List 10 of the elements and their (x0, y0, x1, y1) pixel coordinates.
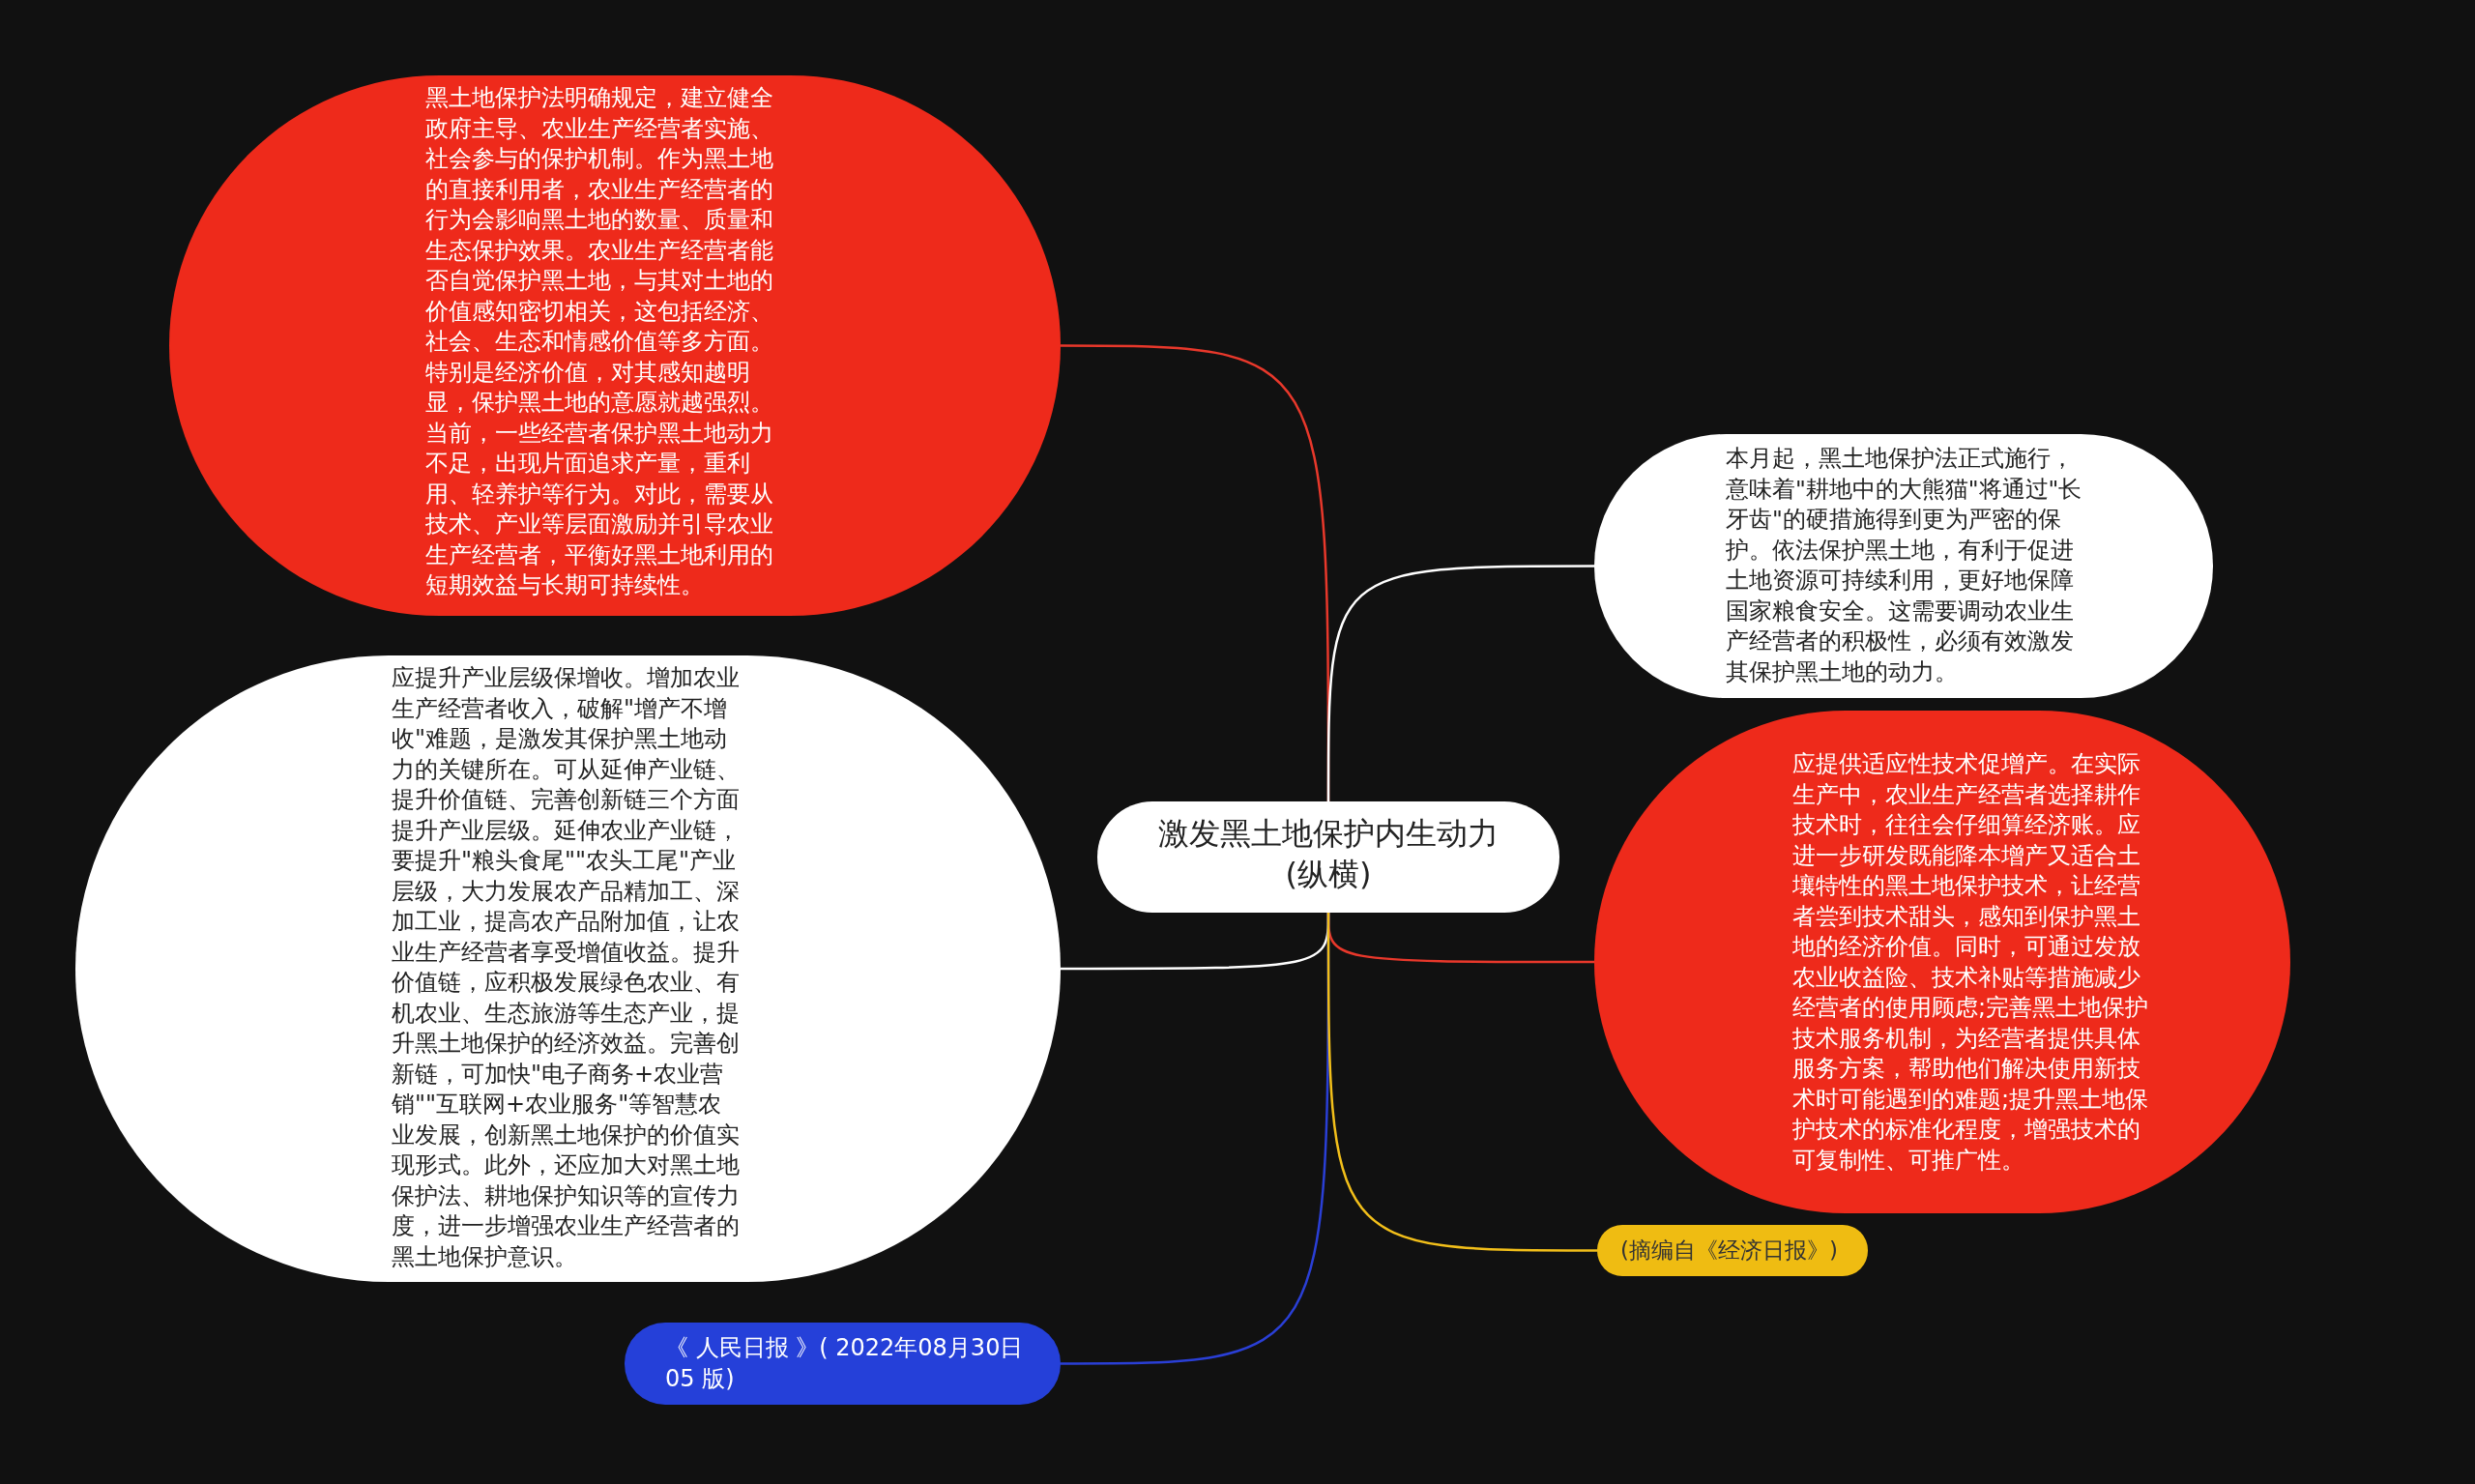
node-text: 《 人民日报 》( 2022年08月30日 05 版) (665, 1333, 1025, 1394)
source-pill (1597, 1225, 1868, 1276)
node-text: 本月起，黑土地保护法正式施行，意味着"耕地中的大熊猫"将通过"长牙齿"的硬措施得到更为严密的保护。依法保护黑土地，有利于促进土地资源可持续利用，更好地保障国家粮食安全。这需要调动农业生产经营者的积极性，必须有效激发其保护黑土地的动力。 (1726, 444, 2083, 687)
topic-title: 激发黑土地保护内生动力(纵横) (1157, 814, 1500, 894)
connector-line (1326, 913, 1597, 1252)
node-text: 应提供适应性技术促增产。在实际生产中，农业生产经营者选择耕作技术时，往往会仔细算经济账。应进一步研发既能降本增产又适合土壤特性的黑土地保护技术，让经营者尝到技术甜头，感知到保护黑土地的经济价值。同时，可通过发放农业收益险、技术补贴等措施减少经营者的使用顾虑;完善黑土地保护技术服务机制，为经营者提供具体服务方案，帮助他们解决使用新技术时可能遇到的难题;提升黑土地保护技术的标准化程度，增强技术的可复制性、可推广性。 (1792, 749, 2150, 1176)
node-text: (摘编自《经济日报》) (1620, 1237, 1839, 1265)
connector-line (1326, 565, 1594, 801)
node-text: 黑土地保护法明确规定，建立健全政府主导、农业生产经营者实施、社会参与的保护机制。作为黑土地的直接利用者，农业生产经营者的行为会影响黑土地的数量、质量和生态保护效果。农业生产经营者能否自觉保护黑土地，与其对土地的价值感知密切相关，这包括经济、社会、生态和情感价值等多方面。特别是经济价值，对其感知越明显，保护黑土地的意愿就越强烈。当前，一些经营者保护黑土地动力不足，出现片面追求产量，重利用、轻养护等行为。对此，需要从技术、产业等层面激励并引导农业生产经营者，平衡好黑土地利用的短期效益与长期可持续性。 (425, 83, 774, 600)
node-text: 应提升产业层级保增收。增加农业生产经营者收入，破解"增产不增收"难题，是激发其保护黑土地动力的关键所在。可从延伸产业链、提升价值链、完善创新链三个方面提升产业层级。延伸农业产业链，要提升"粮头食尾""农头工尾"产业层级，大力发展农产品精加工、深加工业，提高农产品附加值，让农业生产经营者享受增值收益。提升价值链，应积极发展绿色农业、有机农业、生态旅游等生态产业，提升黑土地保护的经济效益。完善创新链，可加快"电子商务+农业营销""互联网+农业服务"等智慧农业发展，创新黑土地保护的价值实现形式。此外，还应加大对黑土地保护法、耕地保护知识等的宣传力度，进一步增强农业生产经营者的黑土地保护意识。 (392, 663, 741, 1272)
